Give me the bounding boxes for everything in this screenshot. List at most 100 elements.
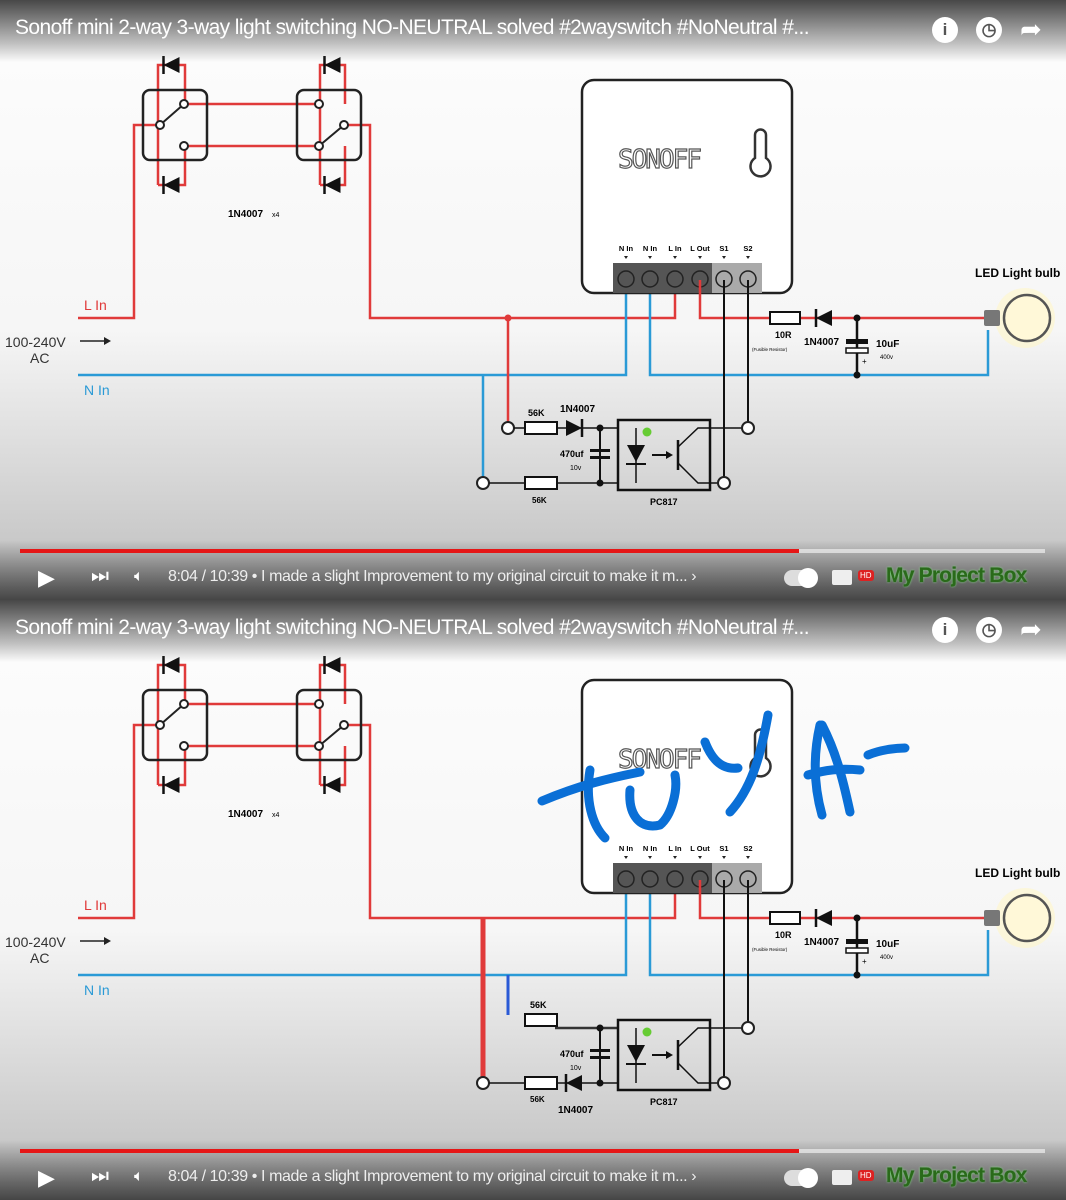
tuya-handwritten-annotation [537, 710, 910, 843]
diagram-label: LED Light bulb [975, 266, 1060, 280]
terminal-arrow-icon [722, 856, 726, 859]
diagram-label: AC [30, 950, 49, 966]
diagram-label: 470uf [560, 1049, 585, 1059]
terminal-node [314, 741, 324, 751]
terminal-label: S1 [719, 844, 728, 853]
info-icon[interactable]: i [932, 617, 958, 643]
resistor-symbol [524, 476, 558, 490]
clock-icon[interactable]: ◷ [976, 617, 1002, 643]
diagram-label: 56K [528, 408, 545, 418]
channel-logo[interactable]: My Project Box [886, 1164, 1027, 1187]
volume-icon[interactable]: 🔈︎ [134, 1168, 144, 1185]
arrow-head-icon [104, 337, 111, 345]
autoplay-toggle[interactable] [784, 568, 818, 588]
capacitor-plate [590, 456, 610, 459]
share-icon[interactable]: ➦ [1020, 614, 1042, 644]
terminal-node [179, 141, 189, 151]
video-title[interactable]: Sonoff mini 2-way 3-way light switching … [15, 16, 810, 39]
diagram-label: (Fusible Resistor) [752, 347, 788, 352]
terminal-node [741, 421, 755, 435]
diagram-label: 10v [570, 1065, 582, 1072]
switch-terminal-strip [712, 863, 762, 893]
screw-terminal [666, 870, 684, 888]
capacitor-plate [590, 1056, 610, 1059]
terminal-node [339, 720, 349, 730]
terminal-label: S2 [743, 844, 752, 853]
terminal-node [155, 120, 165, 130]
diagram-label: 56K [532, 496, 547, 505]
captions-icon[interactable] [832, 1170, 852, 1185]
volume-icon[interactable]: 🔈︎ [134, 568, 144, 585]
share-icon[interactable]: ➦ [1020, 14, 1042, 44]
sonoff-logo: SONOFF [618, 145, 701, 175]
title-bar: Sonoff mini 2-way 3-way light switching … [0, 600, 1066, 662]
terminal-label: N In [643, 244, 658, 253]
clock-icon[interactable]: ◷ [976, 17, 1002, 43]
terminal-arrow-icon [648, 856, 652, 859]
chapter-title[interactable]: • I made a slight Improvement to my orig… [251, 568, 697, 585]
progress-bar[interactable] [20, 1149, 1045, 1153]
diagram-label: AC [30, 350, 49, 366]
diagram-label: 10uF [876, 939, 899, 950]
next-icon[interactable]: ⏭ [91, 565, 109, 587]
resistor-symbol [524, 1013, 558, 1027]
terminal-node [741, 1021, 755, 1035]
play-icon[interactable]: ▶ [38, 1165, 55, 1190]
terminal-arrow-icon [746, 856, 750, 859]
screw-terminal [666, 270, 684, 288]
wire [158, 146, 187, 187]
terminal-node [339, 120, 349, 130]
two-way-switch [295, 88, 363, 162]
diagram-label: PC817 [650, 497, 678, 507]
two-way-switch [295, 688, 363, 762]
info-icon[interactable]: i [932, 17, 958, 43]
capacitor-symbol [846, 339, 868, 344]
diagram-label: 400v [880, 355, 893, 361]
capacitor-symbol [590, 1049, 610, 1052]
sonoff-mini-module [580, 78, 794, 295]
diagram-label: 100-240V [5, 334, 66, 350]
channel-logo[interactable]: My Project Box [886, 564, 1027, 587]
screw-terminal [641, 270, 659, 288]
time-display: 8:04 / 10:39 [168, 1168, 248, 1185]
wire [78, 280, 628, 377]
light-bulb-icon [984, 288, 1055, 348]
captions-icon[interactable] [832, 570, 852, 585]
diagram-label: 56K [530, 1000, 547, 1010]
terminal-node [314, 99, 324, 109]
diagram-label: 1N4007 [228, 809, 263, 820]
next-icon[interactable]: ⏭ [91, 1165, 109, 1187]
diode-symbol [814, 309, 832, 327]
title-bar: Sonoff mini 2-way 3-way light switching … [0, 0, 1066, 62]
terminal-arrow-icon [624, 256, 628, 259]
wire [648, 880, 990, 977]
video-title[interactable]: Sonoff mini 2-way 3-way light switching … [15, 616, 810, 639]
screw-terminal [617, 270, 635, 288]
wire [78, 123, 160, 320]
temperature-icon [749, 128, 772, 178]
diagram-label: PC817 [650, 1097, 678, 1107]
autoplay-toggle[interactable] [784, 1168, 818, 1188]
diagram-label: 56K [530, 1095, 545, 1104]
terminal-label: N In [643, 844, 658, 853]
diagram-label: 10R [775, 330, 792, 340]
chapter-title[interactable]: • I made a slight Improvement to my orig… [251, 1168, 697, 1185]
resistor-symbol [524, 421, 558, 435]
terminal-label: L In [668, 844, 682, 853]
diode-symbol [162, 776, 180, 794]
diagram-label: N In [84, 982, 110, 998]
diagram-label: N In [84, 382, 110, 398]
capacitor-symbol [846, 939, 868, 944]
resistor-symbol [524, 1076, 558, 1090]
two-way-switch [141, 688, 209, 762]
wire [78, 723, 160, 920]
diode-symbol [323, 176, 341, 194]
diode-symbol [564, 1074, 582, 1092]
terminal-arrow-icon [648, 256, 652, 259]
terminal-node [501, 421, 515, 435]
progress-bar[interactable] [20, 549, 1045, 553]
play-icon[interactable]: ▶ [38, 565, 55, 590]
